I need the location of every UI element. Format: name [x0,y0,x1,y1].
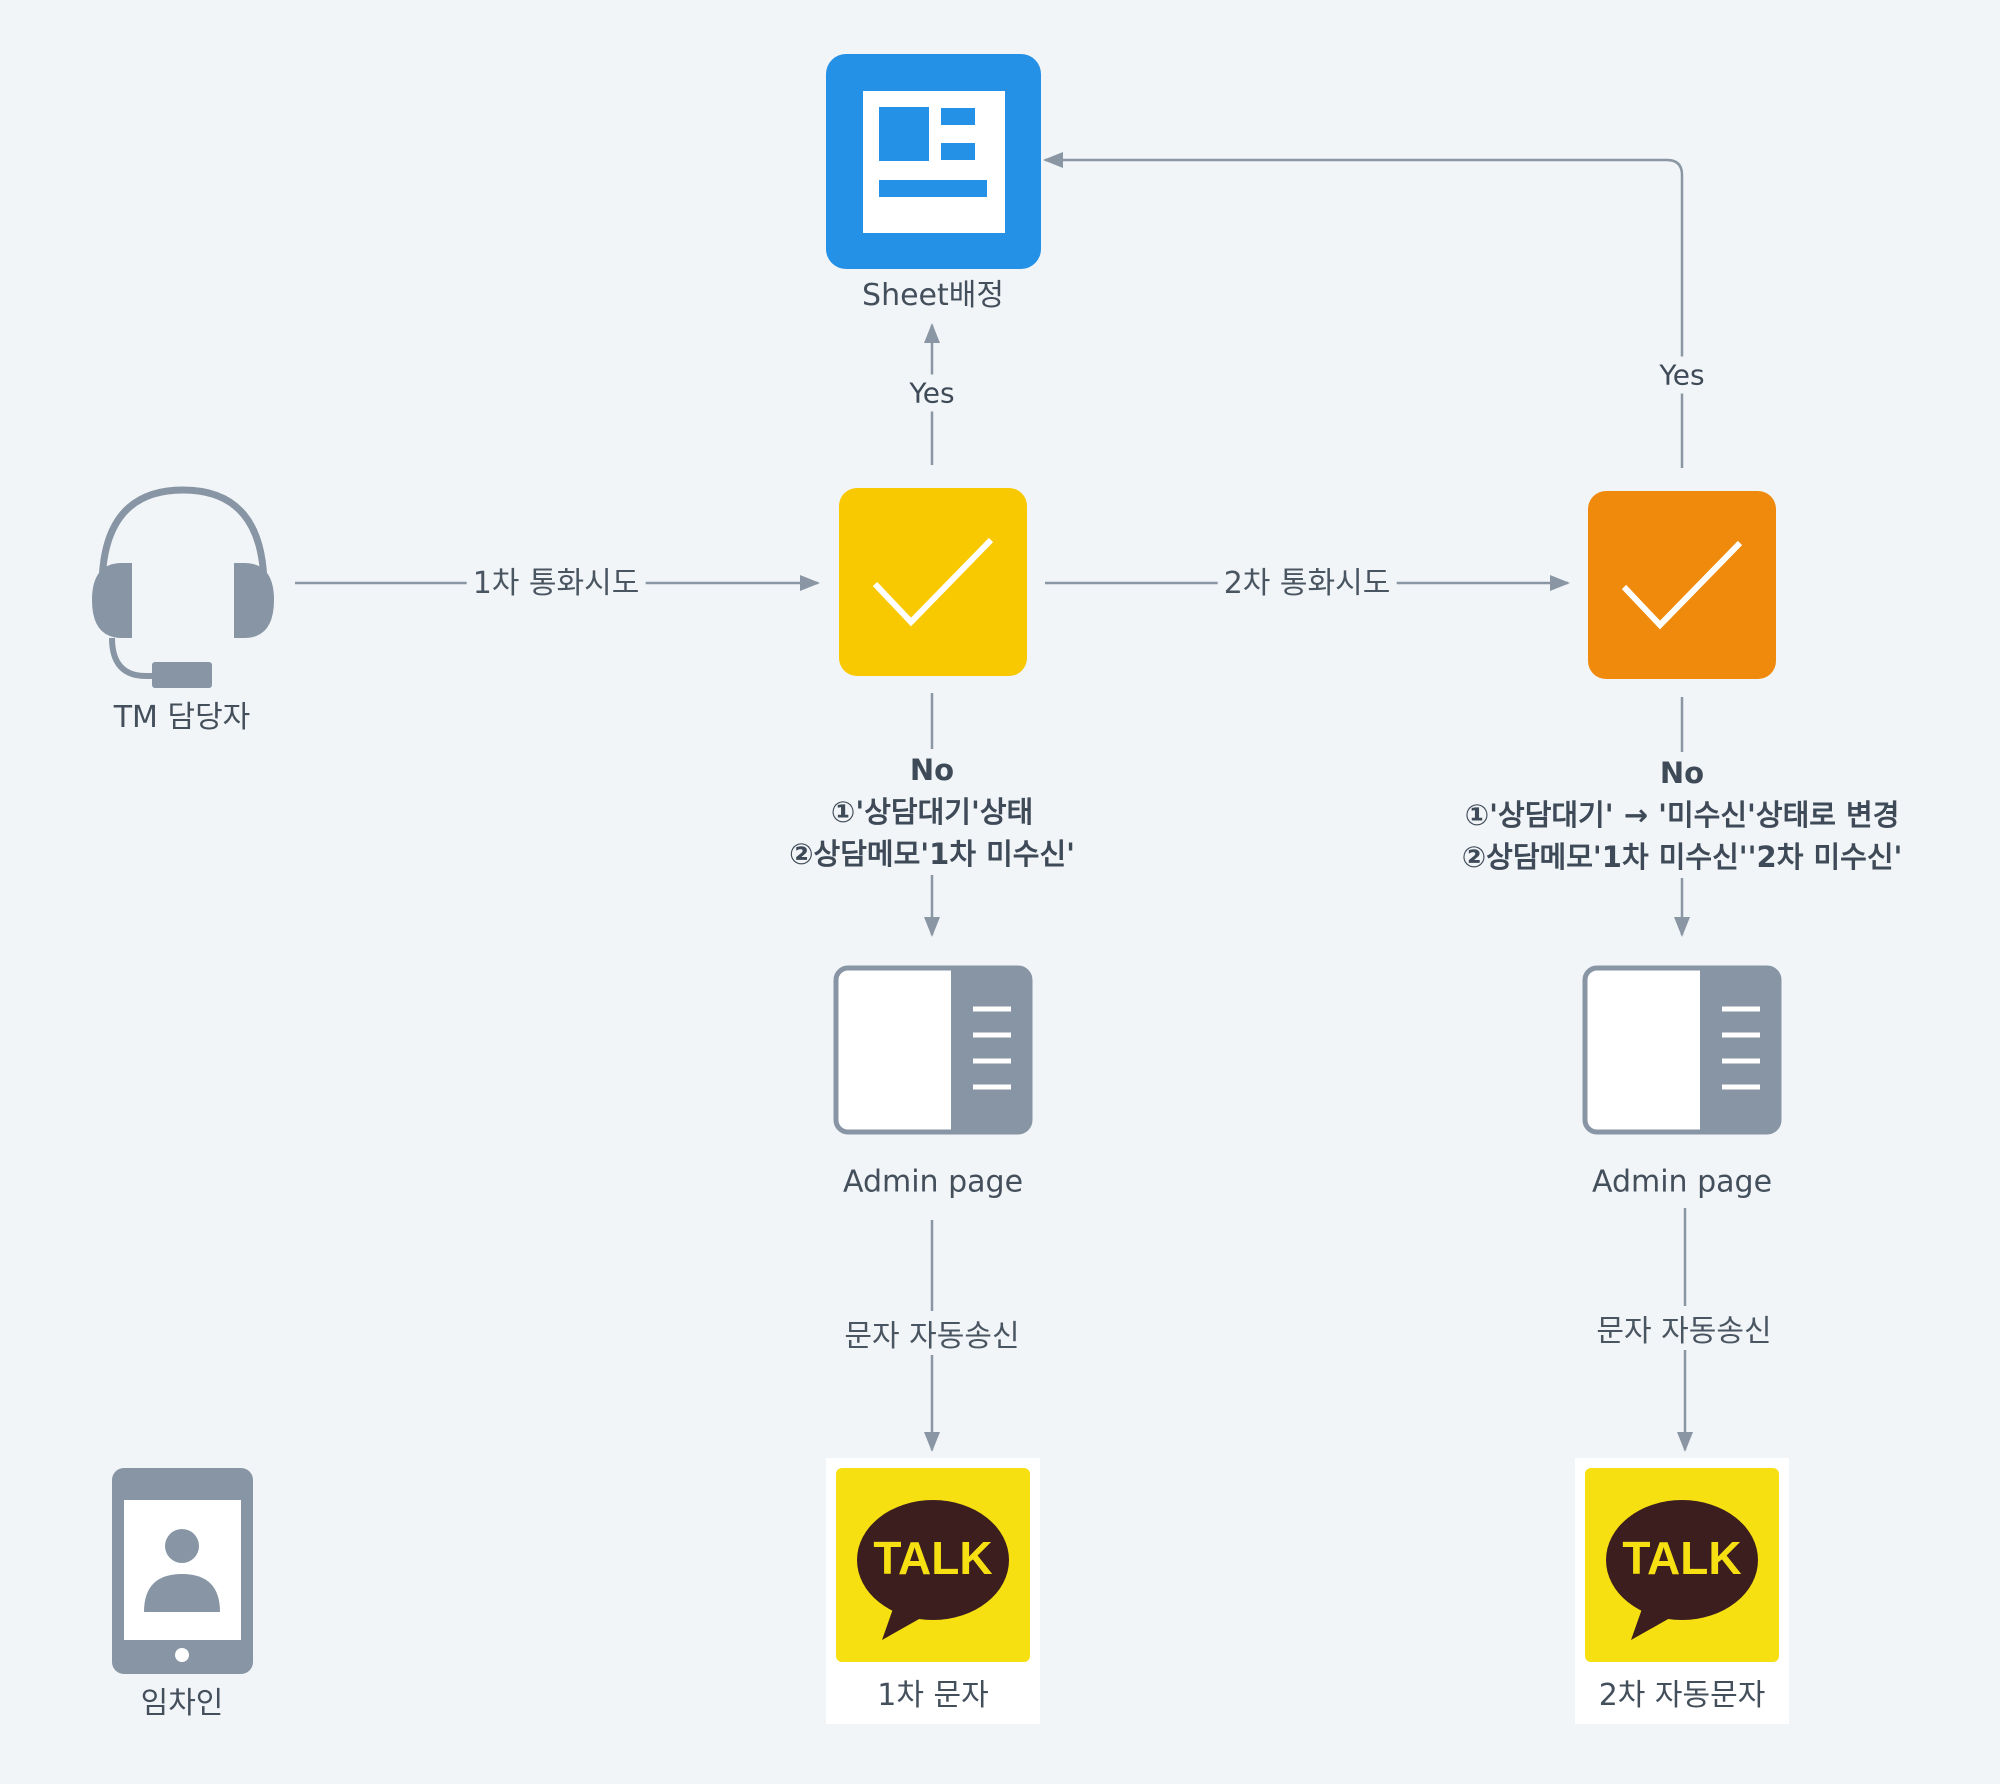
edge-label-call1: 1차 통화시도 [466,558,646,602]
no-note-2-line1: ①'상담대기' → '미수신'상태로 변경 [1464,798,1900,832]
talk-card-1: TALK 1차 문자 [826,1458,1040,1724]
talk-label-2: 2차 자동문자 [1598,1678,1766,1713]
no-note-1-line1: ①'상담대기'상태 [830,795,1034,829]
headset-icon [92,486,274,688]
no-note-2-line2: ②상담메모'1차 미수신''2차 미수신' [1461,840,1903,874]
no-note-2: No ①'상담대기' → '미수신'상태로 변경 ②상담메모'1차 미수신''2… [1455,752,1909,878]
talk-bubble-1: TALK [857,1500,1009,1640]
sheet-block [879,107,929,161]
talk-card-2: TALK 2차 자동문자 [1575,1458,1789,1724]
edge-label-sms2: 문자 자동송신 [1590,1306,1778,1350]
talk-text-1: TALK [873,1532,992,1584]
edge-yes2 [1043,152,1684,468]
no-label-2: No [1659,756,1705,790]
check-icon-2 [1588,491,1776,679]
check-mark-2 [1621,540,1743,630]
no-note-1-line2: ②상담메모'1차 미수신' [788,837,1076,871]
edge-label-yes1: Yes [903,374,961,412]
check-mark-1 [872,537,994,627]
talk-label-1: 1차 문자 [877,1678,989,1713]
sheet-icon [826,54,1041,269]
no-note-1: No ①'상담대기'상태 ②상담메모'1차 미수신' [782,749,1082,875]
edge-label-sms1: 문자 자동송신 [838,1311,1026,1355]
sheet-line [941,143,975,160]
admin-page-label-2: Admin page [1591,1164,1773,1200]
admin-page-label-1: Admin page [842,1164,1024,1200]
tenant-label: 임차인 [140,1686,224,1721]
tm-agent-label: TM 담당자 [113,700,251,735]
mobile-user-icon [112,1468,253,1674]
admin-page-icon-1 [833,965,1033,1135]
sheet-label: Sheet배정 [862,278,1004,313]
talk-bubble-2: TALK [1606,1500,1758,1640]
sheet-line [879,180,987,197]
admin-page-icon-2 [1582,965,1782,1135]
kakaotalk-icon-2: TALK [1585,1468,1779,1662]
no-label-1: No [909,753,955,787]
check-icon-1 [839,488,1027,676]
edge-label-yes2: Yes [1653,356,1711,394]
kakaotalk-icon-1: TALK [836,1468,1030,1662]
edge-label-call2: 2차 통화시도 [1217,558,1397,602]
talk-text-2: TALK [1622,1532,1741,1584]
sheet-line [941,108,975,125]
